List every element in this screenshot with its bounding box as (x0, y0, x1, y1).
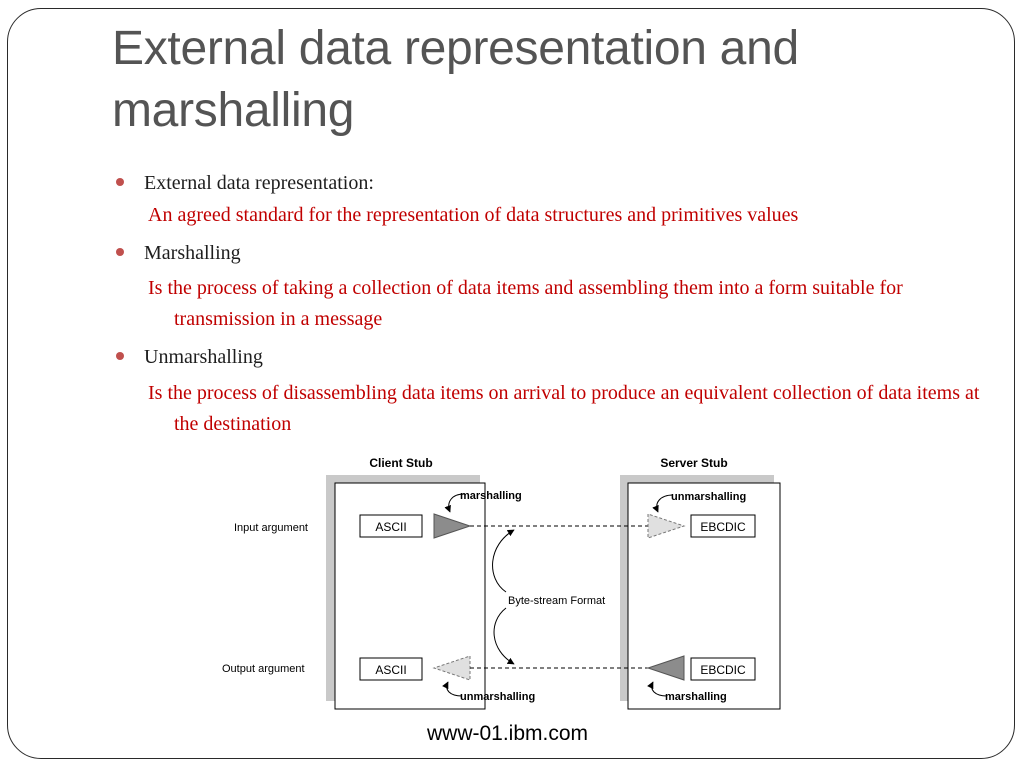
bullet-dot-icon (116, 178, 124, 186)
marshal-triangle-icon (433, 513, 472, 539)
output-argument-label: Output argument (222, 663, 305, 675)
source-credit: www-01.ibm.com (427, 722, 589, 745)
server-stub-title: Server Stub (660, 456, 727, 470)
slide-frame (7, 8, 1015, 759)
top-right-action-arrow (652, 494, 674, 513)
bullet-item: Unmarshalling (114, 342, 994, 372)
input-argument-label: Input argument (234, 522, 308, 534)
byte-stream-label: Byte-stream Format (508, 595, 605, 607)
bullet-dot-icon (116, 248, 124, 256)
bottom-left-action-label: unmarshalling (460, 691, 535, 703)
bullet-detail: Is the process of taking a collection of… (148, 277, 903, 330)
bullet-dot-icon (116, 352, 124, 360)
bottom-left-action-arrow (442, 681, 463, 697)
server-ebcdic-box-top (690, 514, 756, 538)
marshal-triangle-icon (646, 655, 685, 681)
bullet-item: External data representation: (114, 168, 994, 198)
bullet-detail: Is the process of disassembling data ite… (148, 382, 980, 435)
server-ebcdic-box-bottom (690, 657, 756, 681)
client-ascii-box-top (359, 514, 423, 538)
unmarshal-triangle-icon (647, 513, 686, 539)
bullet-heading: Unmarshalling (144, 346, 263, 368)
byte-stream-arrow-down (493, 607, 515, 665)
client-ascii-label-top: ASCII (375, 520, 406, 534)
bullet-detail: An agreed standard for the representatio… (148, 204, 799, 226)
client-ascii-label-bottom: ASCII (375, 663, 406, 677)
client-ascii-box-bottom (359, 657, 423, 681)
bullet-item: Marshalling (114, 238, 994, 268)
bullet-heading: Marshalling (144, 242, 241, 264)
bullet-heading: External data representation: (144, 172, 374, 194)
top-left-action-arrow (444, 493, 465, 513)
bottom-right-action-arrow (647, 681, 668, 697)
client-stub-title: Client Stub (369, 456, 432, 470)
marshalling-diagram: Client Stub Server Stub Input argument O… (222, 456, 781, 710)
slide-title: External data representation and marshal… (112, 22, 799, 137)
server-ebcdic-label-bottom: EBCDIC (700, 663, 746, 677)
byte-stream-arrow-up (492, 529, 515, 593)
top-left-action-label: marshalling (460, 490, 522, 502)
bottom-right-action-label: marshalling (665, 691, 727, 703)
top-right-action-label: unmarshalling (671, 491, 746, 503)
server-ebcdic-label-top: EBCDIC (700, 520, 746, 534)
bullet-list: External data representation: An agreed … (114, 168, 994, 440)
